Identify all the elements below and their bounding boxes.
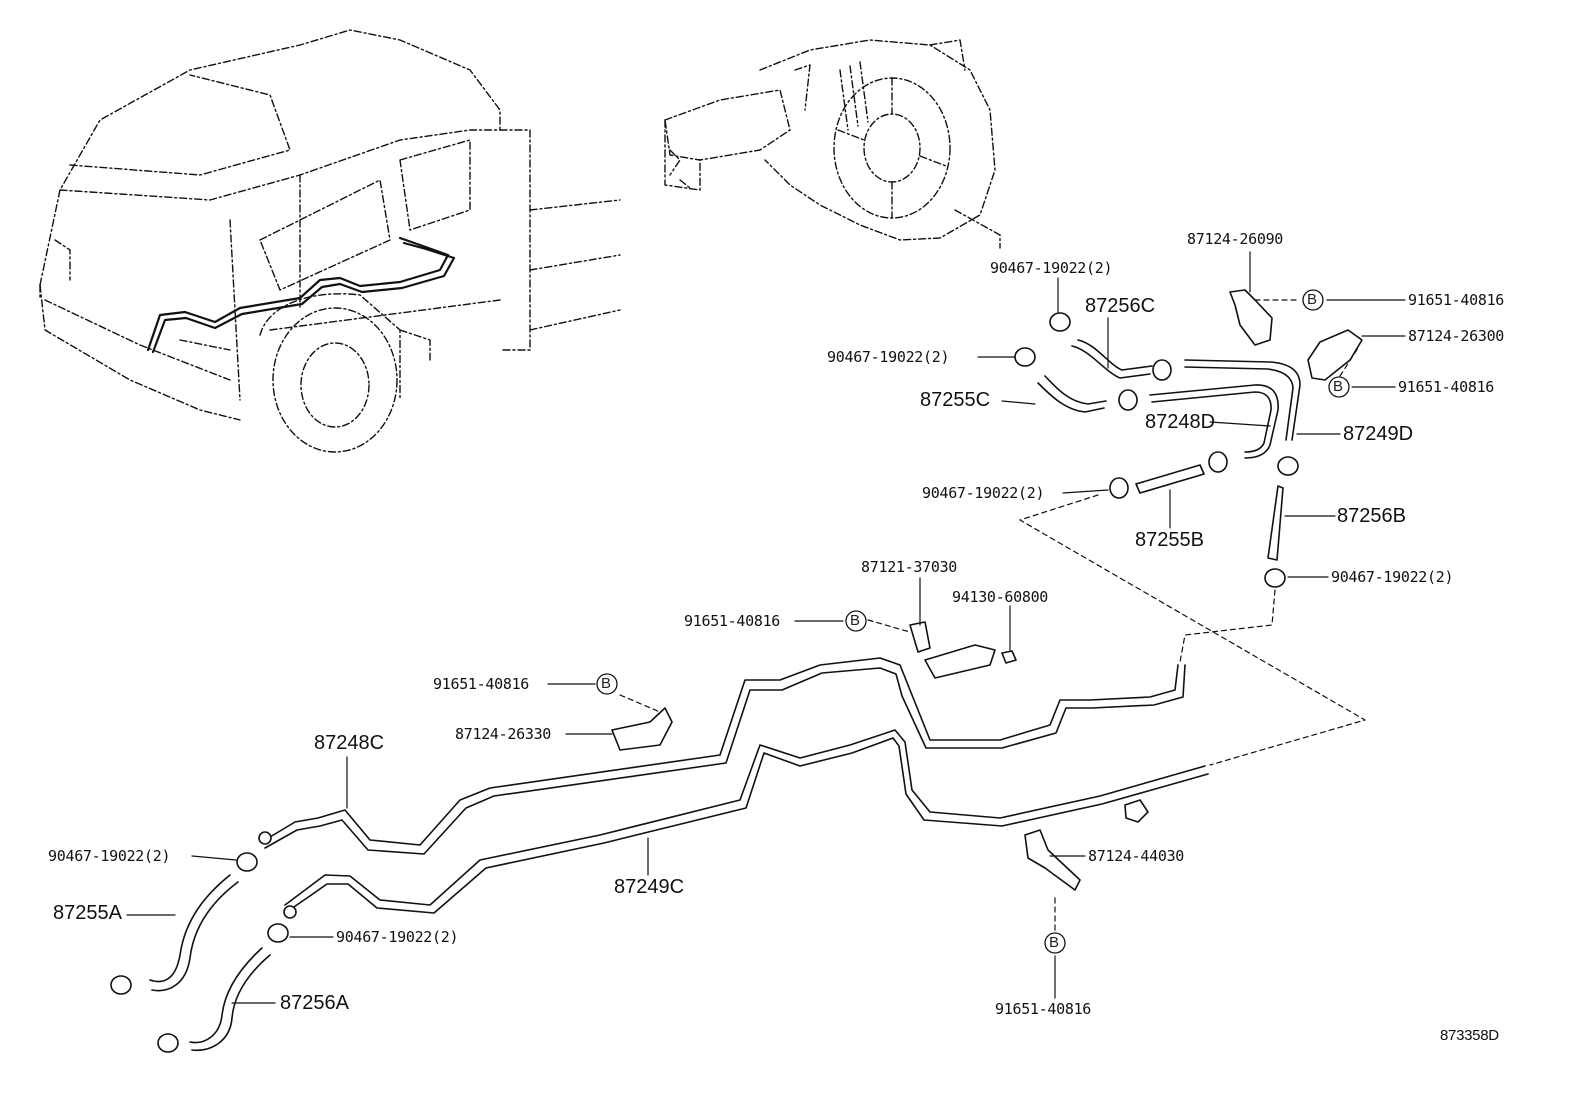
part-label-87248D: 87248D bbox=[1145, 411, 1216, 433]
part-label-90467-19022: 90467-19022(2) bbox=[336, 928, 459, 946]
bracket-87124-44030 bbox=[1024, 829, 1081, 891]
part-label-91651-40816: 91651-40816 bbox=[995, 1000, 1092, 1018]
hose-87256C bbox=[1071, 339, 1153, 379]
bolt-ref-label: B bbox=[1049, 934, 1060, 951]
clip bbox=[1124, 799, 1149, 823]
part-label-87124-26330: 87124-26330 bbox=[455, 725, 552, 743]
nut-94130-60800 bbox=[1001, 650, 1017, 664]
pipe-87249C bbox=[284, 729, 1209, 914]
part-label-90467-19022: 90467-19022(2) bbox=[48, 847, 171, 865]
bolt-ref-label: B bbox=[1307, 291, 1318, 308]
pipe-87248C bbox=[264, 657, 1186, 855]
part-label-90467-19022: 90467-19022(2) bbox=[922, 484, 1045, 502]
bolt-ref-label: B bbox=[1333, 378, 1344, 395]
part-label-87121-37030: 87121-37030 bbox=[861, 558, 958, 576]
hose-clamp bbox=[110, 831, 297, 1053]
bracket-87121-37030 bbox=[909, 621, 996, 679]
vehicle-illustration bbox=[39, 29, 621, 453]
part-label-87255C: 87255C bbox=[920, 389, 991, 411]
part-label-87256C: 87256C bbox=[1085, 295, 1156, 317]
part-label-87249D: 87249D bbox=[1343, 423, 1414, 445]
part-label-94130-60800: 94130-60800 bbox=[952, 588, 1049, 606]
hose-87255B bbox=[1135, 464, 1205, 494]
part-label-87124-44030: 87124-44030 bbox=[1088, 847, 1185, 865]
hose-87256B bbox=[1267, 485, 1284, 561]
part-label-90467-19022: 90467-19022(2) bbox=[990, 259, 1113, 277]
part-label-91651-40816: 91651-40816 bbox=[1408, 291, 1505, 309]
bolt-ref-label: B bbox=[601, 675, 612, 692]
bracket-87124-26330 bbox=[611, 707, 673, 751]
leader-lines bbox=[126, 251, 1406, 1004]
pipe-87249D bbox=[1149, 384, 1279, 459]
part-label-90467-19022: 90467-19022(2) bbox=[827, 348, 950, 366]
vehicle-pipe-route bbox=[146, 236, 456, 354]
part-label-91651-40816: 91651-40816 bbox=[1398, 378, 1495, 396]
part-label-87124-26090: 87124-26090 bbox=[1187, 230, 1284, 248]
hose-87256A bbox=[189, 947, 271, 1052]
part-label-87255A: 87255A bbox=[53, 902, 122, 924]
bolt-callouts bbox=[596, 289, 1350, 954]
hose-87255C bbox=[1037, 375, 1107, 413]
part-label-87256A: 87256A bbox=[280, 992, 349, 1014]
diagram-reference-id: 873358D bbox=[1440, 1027, 1499, 1044]
hose-87255A bbox=[149, 874, 239, 992]
part-label-87256B: 87256B bbox=[1337, 505, 1406, 527]
part-label-87255B: 87255B bbox=[1135, 529, 1204, 551]
bracket-87124-26090 bbox=[1229, 289, 1273, 346]
pipe-87248D bbox=[1184, 359, 1301, 441]
part-label-87249C: 87249C bbox=[614, 876, 685, 898]
heater-unit-illustration bbox=[664, 39, 1001, 249]
hose-clamp bbox=[1014, 312, 1299, 588]
part-label-87248C: 87248C bbox=[314, 732, 385, 754]
bolt-ref-label: B bbox=[850, 612, 861, 629]
bracket-87124-26300 bbox=[1307, 329, 1363, 381]
part-label-91651-40816: 91651-40816 bbox=[433, 675, 530, 693]
part-label-87124-26300: 87124-26300 bbox=[1408, 327, 1505, 345]
part-label-90467-19022: 90467-19022(2) bbox=[1331, 568, 1454, 586]
assembly-dashed-lines bbox=[619, 299, 1366, 931]
part-label-91651-40816: 91651-40816 bbox=[684, 612, 781, 630]
